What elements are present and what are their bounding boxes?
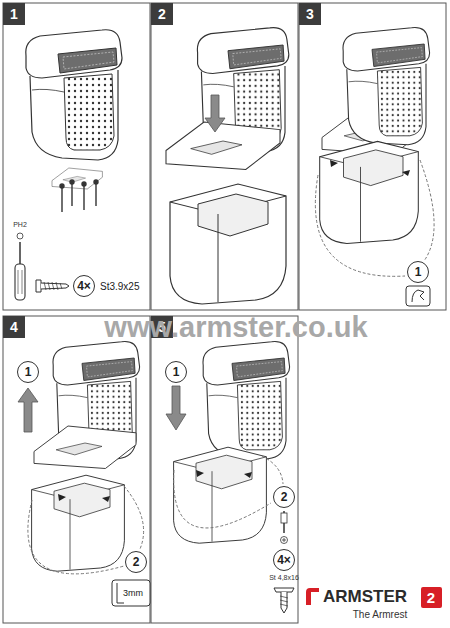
logo-badge: 2 [421, 587, 442, 608]
callout-number: 1 [17, 361, 39, 383]
node-text: 4× [277, 554, 291, 566]
panel-number: 1 [3, 3, 25, 25]
node-text: 1 [173, 366, 180, 378]
node-text: 1 [25, 366, 32, 378]
brand-tagline: The Armrest [353, 609, 407, 620]
callout-number: 2 [273, 486, 295, 508]
panel-number: 4 [3, 316, 25, 338]
node-text: 1 [10, 7, 18, 21]
node-text: 2 [158, 7, 166, 21]
callout-number: 4× [273, 549, 295, 571]
node-text: 4× [77, 280, 91, 292]
panel-number: 2 [151, 3, 173, 25]
drill-size: 3mm [123, 589, 143, 599]
callout-number: 1 [165, 361, 187, 383]
brand-name: ARMSTER [323, 588, 407, 607]
node-text: 1 [415, 266, 422, 278]
bit-size: PH2 [13, 221, 27, 229]
node-text: 2 [427, 590, 435, 605]
node-text: 4 [10, 320, 18, 334]
node-text: 3 [306, 7, 314, 21]
callout-number: 1 [407, 261, 429, 283]
callout-number: 4× [73, 275, 95, 297]
screw-spec: St3.9x25 [100, 281, 139, 292]
watermark: www.armster.co.uk [104, 312, 367, 344]
screw-spec: St 4,8x16 [269, 574, 299, 582]
panel-number: 3 [299, 3, 321, 25]
callout-number: 2 [125, 551, 147, 573]
node-text: 2 [281, 491, 288, 503]
node-text: 2 [133, 556, 140, 568]
